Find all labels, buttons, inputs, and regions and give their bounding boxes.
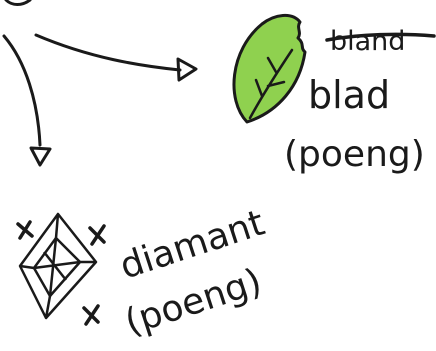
arrowhead-down-icon: [31, 148, 50, 165]
partial-curve: [6, 0, 30, 5]
struck-word-text: bland: [330, 26, 405, 57]
arrow-down: [4, 36, 50, 165]
arrow-right: [36, 35, 196, 80]
leaf-icon: [234, 15, 305, 122]
leaf-word: blad: [308, 73, 390, 117]
leaf-note: (poeng): [284, 134, 425, 175]
struck-word: bland: [327, 26, 434, 57]
diamond-icon: [20, 214, 96, 318]
